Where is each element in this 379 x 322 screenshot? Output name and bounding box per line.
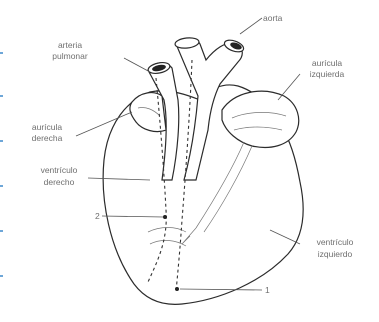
- label-right-atrium-1: aurícula: [32, 122, 63, 132]
- label-pulmonary-artery-1: arteria: [58, 40, 82, 50]
- label-right-ventricle-1: ventrículo: [41, 165, 78, 175]
- label-left-atrium-1: aurícula: [312, 58, 343, 68]
- marker-dot-2: [163, 215, 167, 219]
- label-left-atrium-2: izquierda: [310, 69, 345, 79]
- label-aorta: aorta: [263, 13, 283, 23]
- label-marker-2: 2: [95, 211, 100, 221]
- margin-ticks: [0, 52, 3, 277]
- label-left-ventricle-2: izquierdo: [318, 249, 353, 259]
- label-marker-1: 1: [265, 285, 270, 295]
- label-right-ventricle-2: derecho: [44, 177, 75, 187]
- label-pulmonary-artery-2: pulmonar: [52, 51, 88, 61]
- label-left-ventricle-1: ventrículo: [317, 237, 354, 247]
- label-right-atrium-2: derecha: [32, 133, 63, 143]
- marker-dot-1: [175, 287, 179, 291]
